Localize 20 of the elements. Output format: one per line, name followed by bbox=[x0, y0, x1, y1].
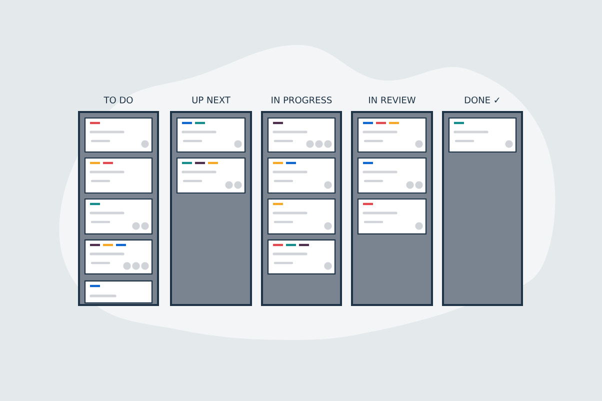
task-card bbox=[267, 198, 336, 235]
task-card bbox=[84, 239, 153, 275]
task-card bbox=[357, 117, 427, 153]
task-card bbox=[84, 198, 153, 235]
task-card bbox=[176, 117, 246, 153]
column-heading: UP NEXT bbox=[192, 96, 230, 104]
task-card bbox=[357, 198, 427, 235]
task-card bbox=[84, 117, 153, 153]
task-card bbox=[267, 117, 336, 153]
task-card bbox=[84, 157, 153, 194]
task-card bbox=[448, 117, 517, 153]
task-card bbox=[267, 239, 336, 275]
task-card bbox=[267, 157, 336, 194]
column-heading: DONE ✓ bbox=[464, 96, 500, 104]
task-card bbox=[357, 157, 427, 194]
column-heading: IN REVIEW bbox=[369, 96, 416, 104]
column-heading: IN PROGRESS bbox=[272, 96, 332, 104]
task-card bbox=[176, 157, 246, 194]
column-heading: TO DO bbox=[104, 96, 133, 104]
task-card bbox=[84, 280, 153, 304]
